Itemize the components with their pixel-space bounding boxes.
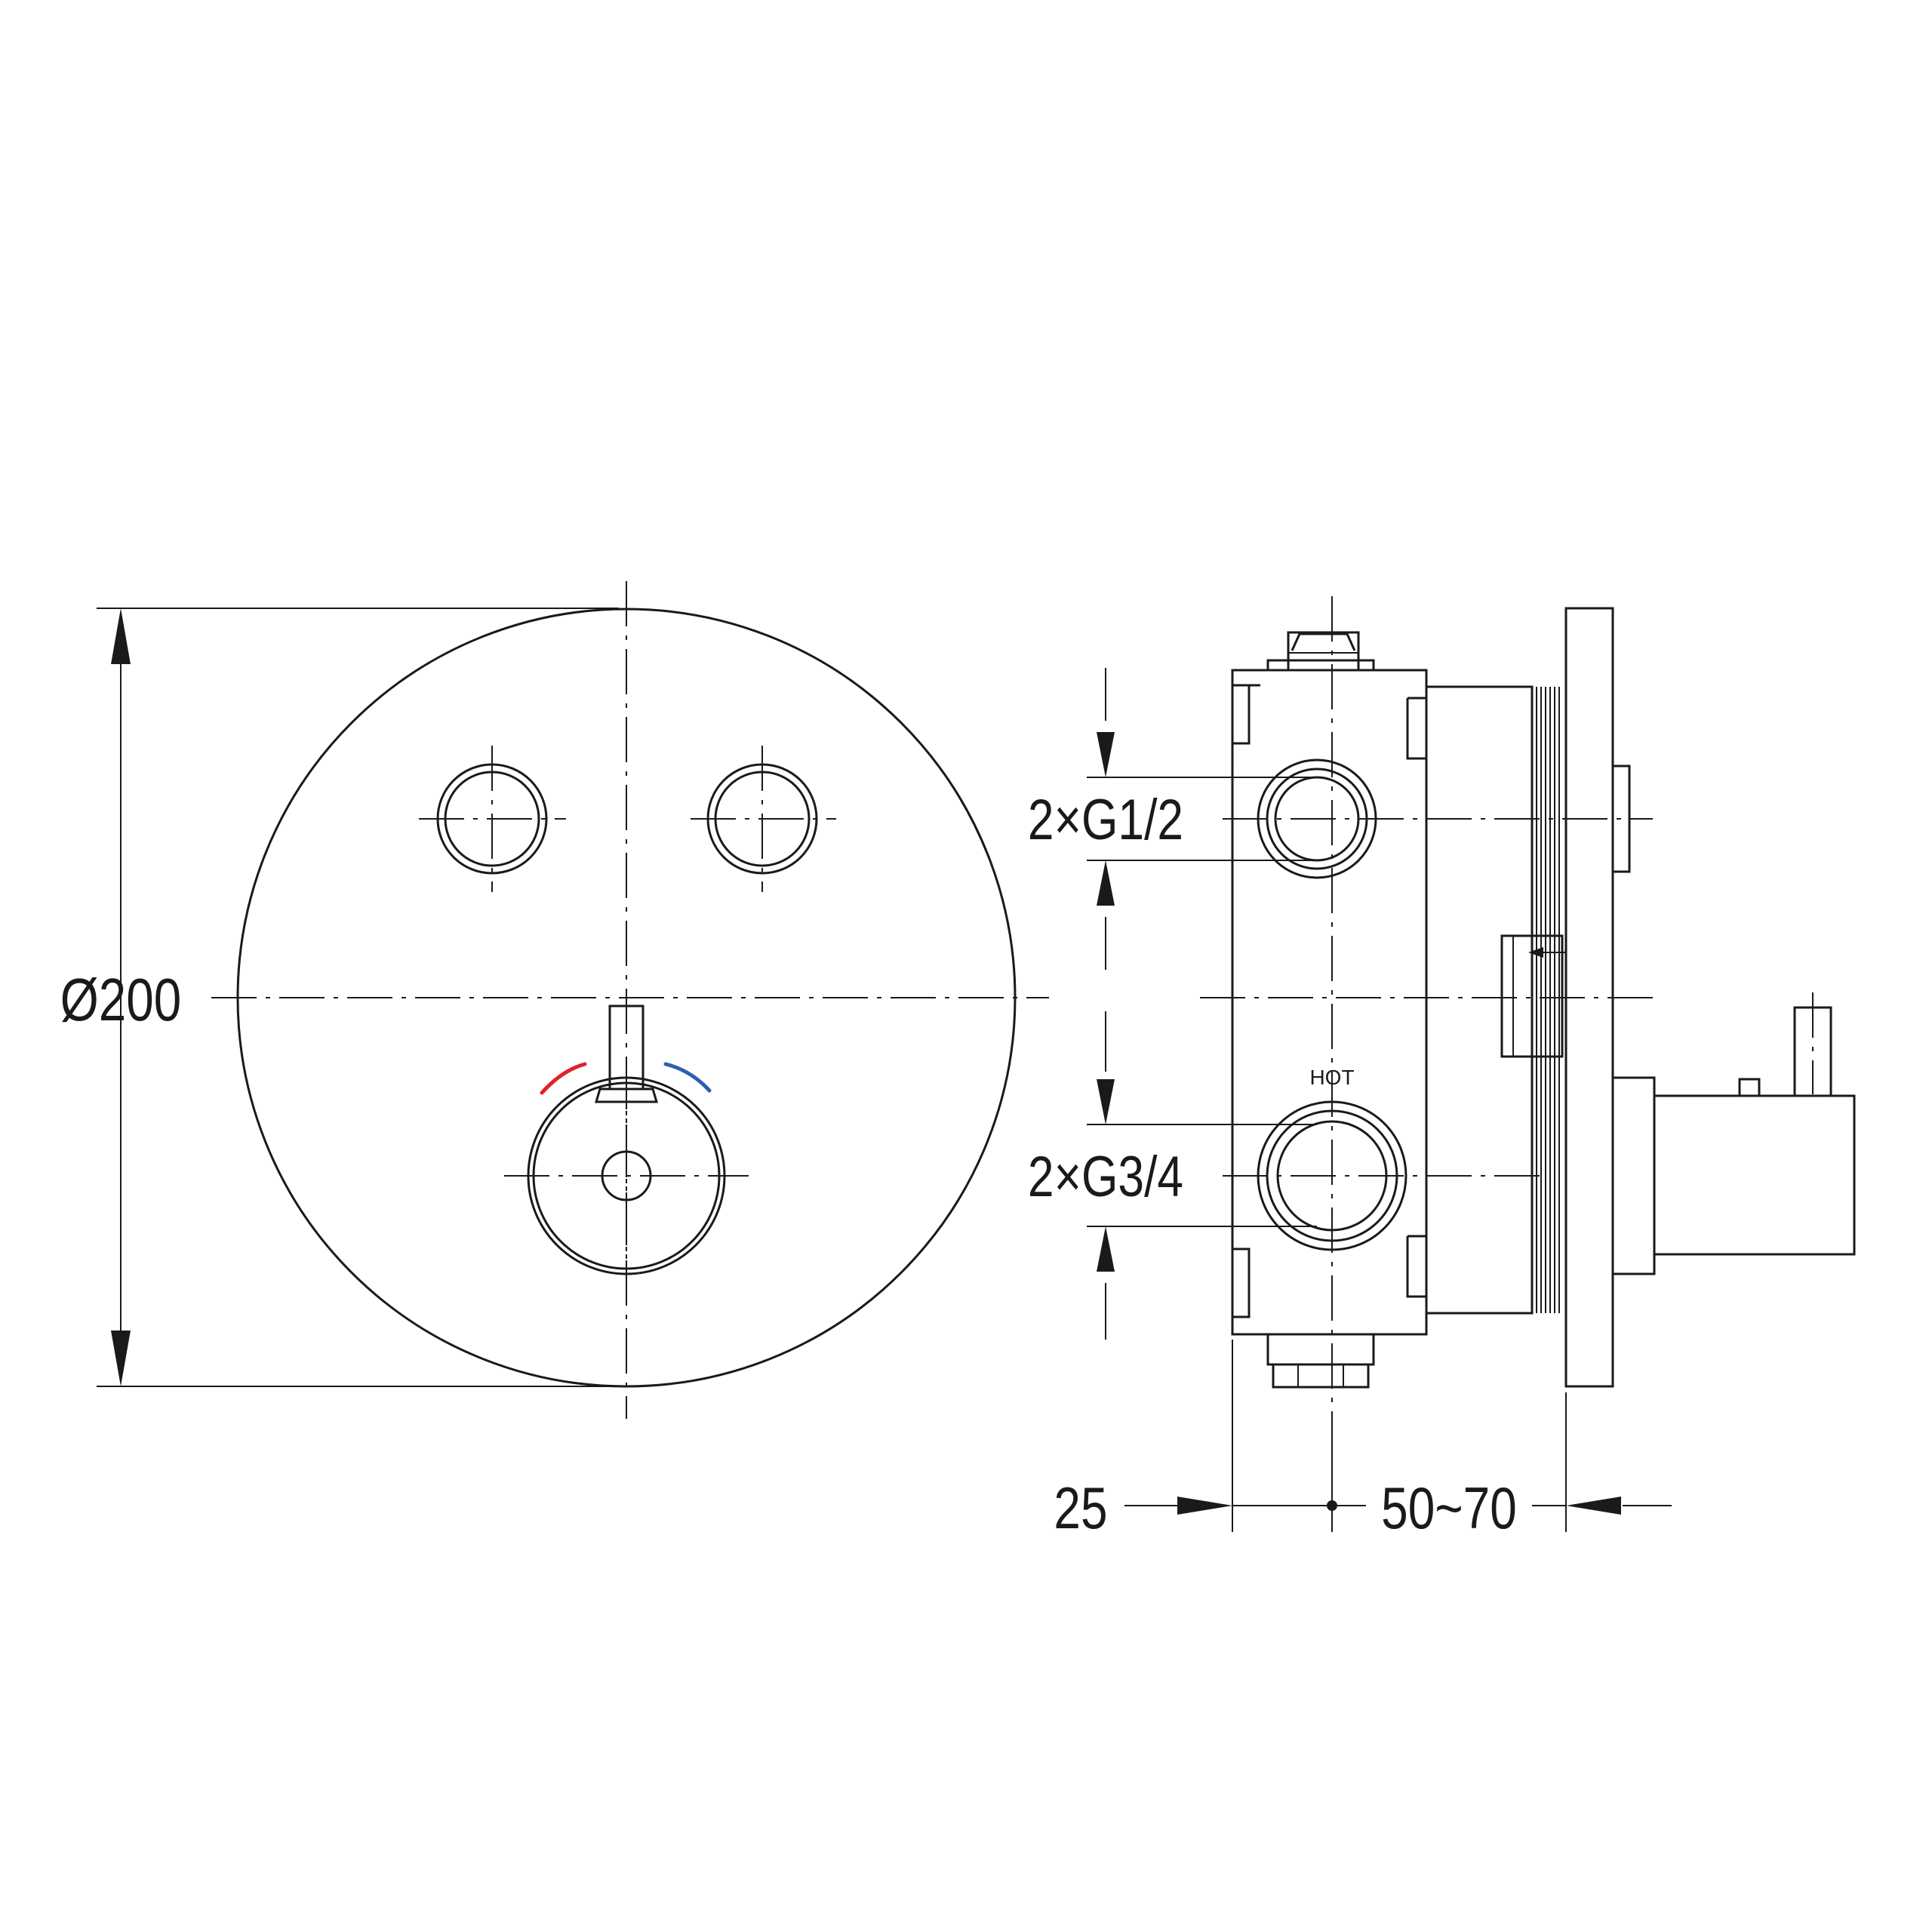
- left-push-button: [419, 746, 566, 892]
- body-corner-top-left: [1232, 684, 1260, 745]
- cold-indicator-arc: [663, 1062, 712, 1093]
- body-corner-bottom-right: [1406, 1235, 1426, 1298]
- side-view: HOT: [1028, 596, 1856, 1541]
- g12-label: 2×G1/2: [1028, 787, 1183, 851]
- g34-label: 2×G3/4: [1028, 1144, 1183, 1208]
- diameter-label: Ø200: [60, 966, 181, 1034]
- thermostat-handle: [504, 1004, 749, 1287]
- g12-dimension: [1087, 668, 1317, 970]
- g34-dimension: [1087, 1011, 1317, 1340]
- hot-indicator-arc: [540, 1062, 587, 1095]
- front-view: Ø200: [60, 581, 1049, 1419]
- wall-cover-plate: [1564, 607, 1614, 1388]
- extension-sleeve: [1425, 685, 1566, 1315]
- diameter-dimension: [97, 608, 619, 1387]
- right-push-button: [691, 746, 836, 892]
- body-corner-top-right: [1406, 697, 1426, 760]
- depth-range-label: 50~70: [1381, 1475, 1517, 1541]
- depth-front-label: 25: [1054, 1475, 1107, 1541]
- plate-button-profile: [1611, 764, 1631, 873]
- depth-dimension: [1124, 1340, 1672, 1532]
- body-corner-bottom-left: [1232, 1247, 1251, 1318]
- handle-side-profile: [1611, 992, 1856, 1275]
- bottom-hex-nut: [1266, 1333, 1375, 1389]
- top-hex-nut: [1266, 631, 1375, 672]
- upper-inlet-port: [1223, 758, 1653, 879]
